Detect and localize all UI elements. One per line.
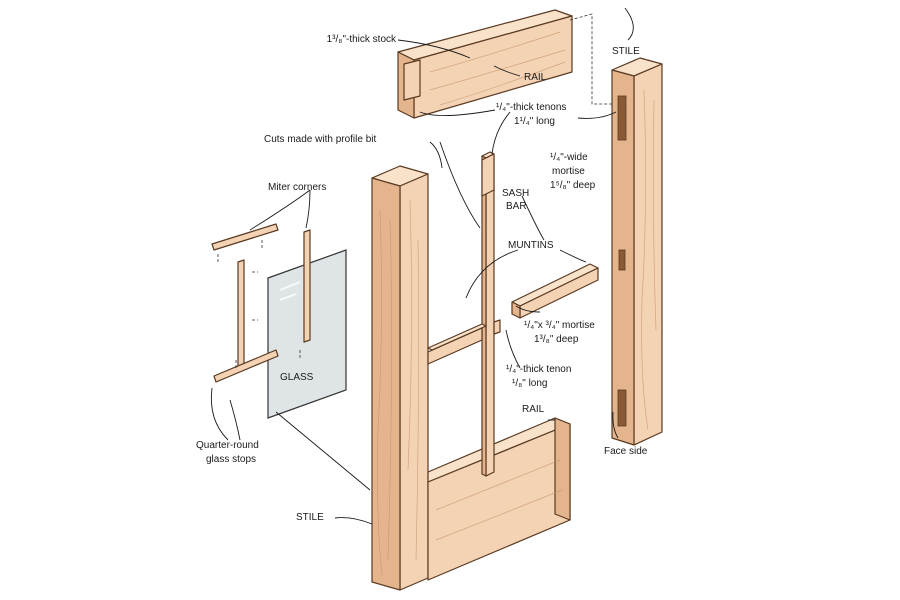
sash-bar [481,151,495,477]
label-rail-top: RAIL [524,72,547,83]
top-rail [397,9,573,119]
label-tenons-2: 1¹/₄" long [514,116,555,127]
label-sash-1: SASH [502,188,529,199]
label-tenon-1: ¹/₄"-thick tenon [506,364,571,375]
label-stops-2: glass stops [206,454,256,465]
label-tenon-2: ¹/₈" long [512,378,548,389]
label-tenons-1: ¹/₄"-thick tenons [496,102,566,113]
label-wide-mortise-1: ¹/₄"-wide [550,152,588,163]
frame-muntin [427,319,501,365]
right-stile [611,57,663,446]
label-glass: GLASS [280,372,314,383]
bottom-rail [427,417,571,581]
glass-stops [211,223,311,383]
label-muntins: MUNTINS [508,240,554,251]
label-rail-bottom: RAIL [522,404,545,415]
label-stile-right: STILE [612,46,640,57]
label-miter: Miter corners [268,182,326,193]
label-stock: 1³/₈"-thick stock [327,34,397,45]
label-stile-left: STILE [296,512,324,523]
label-small-mortise-2: 1³/₈" deep [534,334,579,345]
loose-muntin [511,263,599,319]
label-wide-mortise-3: 1⁵/₈" deep [550,180,596,191]
label-sash-2: BAR [506,201,527,212]
rail-stile-dashed-line [569,13,614,105]
label-profile-bit: Cuts made with profile bit [264,134,376,145]
label-layer: 1³/₈"-thick stock RAIL STILE ¹/₄"-thick … [196,34,648,523]
leader-lines [210,7,634,525]
label-wide-mortise-2: mortise [552,166,585,177]
label-face-side: Face side [604,446,648,457]
label-stops-1: Quarter-round [196,440,259,451]
left-stile [371,165,429,591]
label-small-mortise-1: ¹/₄"x ³/₄" mortise [524,320,595,331]
